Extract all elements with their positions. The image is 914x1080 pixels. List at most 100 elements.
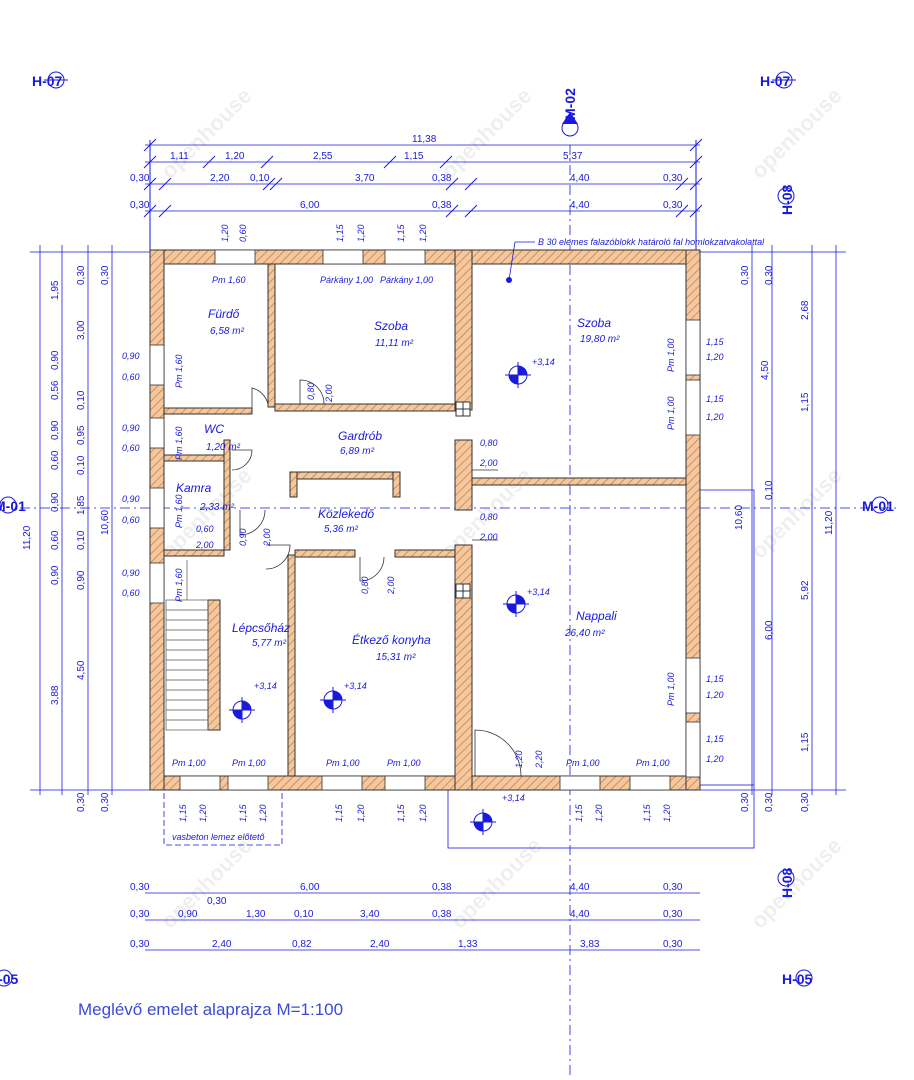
svg-text:5,77 m²: 5,77 m² bbox=[252, 638, 287, 649]
svg-text:Párkány 1,00: Párkány 1,00 bbox=[380, 275, 433, 285]
slab-note: vasbeton lemez előtető bbox=[172, 832, 266, 842]
svg-text:0,82: 0,82 bbox=[292, 939, 312, 950]
svg-text:0,60: 0,60 bbox=[50, 530, 61, 550]
svg-text:1,20: 1,20 bbox=[198, 804, 208, 822]
svg-text:26,40 m²: 26,40 m² bbox=[564, 628, 605, 639]
svg-text:0,30: 0,30 bbox=[764, 265, 775, 285]
svg-text:11,11 m²: 11,11 m² bbox=[375, 338, 414, 349]
svg-text:1,15: 1,15 bbox=[574, 803, 584, 822]
marker-m02: M-02 bbox=[561, 88, 579, 137]
svg-text:6,00: 6,00 bbox=[764, 620, 775, 640]
svg-text:10,60: 10,60 bbox=[100, 510, 111, 535]
svg-text:0,30: 0,30 bbox=[130, 909, 150, 920]
section-markers: H-07 H-07 M-02 H-08 M-01 M-01 H-08 bbox=[0, 71, 894, 987]
opening-dims: 1,20 0,60 1,15 1,20 1,15 1,20 0,90 0,60 … bbox=[122, 223, 725, 822]
svg-text:0,90: 0,90 bbox=[76, 570, 87, 590]
svg-text:0,30: 0,30 bbox=[663, 882, 683, 893]
svg-text:3,70: 3,70 bbox=[355, 173, 375, 184]
svg-text:Pm 1,00: Pm 1,00 bbox=[172, 758, 206, 768]
svg-text:11,20: 11,20 bbox=[22, 525, 33, 550]
svg-text:1,20 m²: 1,20 m² bbox=[206, 442, 241, 453]
marker-h05-right: H-05 bbox=[782, 969, 813, 987]
svg-text:M-01: M-01 bbox=[0, 498, 26, 514]
svg-text:11,38: 11,38 bbox=[412, 134, 437, 145]
level-markers: +3,14 +3,14 +3,14 +3,14 bbox=[229, 357, 555, 835]
svg-text:+3,14: +3,14 bbox=[532, 357, 555, 367]
svg-text:0,38: 0,38 bbox=[432, 909, 452, 920]
svg-text:0,38: 0,38 bbox=[432, 882, 452, 893]
svg-text:1,20: 1,20 bbox=[418, 224, 428, 242]
svg-text:1,20: 1,20 bbox=[662, 804, 672, 822]
svg-text:H-08: H-08 bbox=[779, 184, 795, 215]
svg-text:0,38: 0,38 bbox=[432, 200, 452, 211]
svg-text:1,15: 1,15 bbox=[706, 337, 725, 347]
svg-text:0,90: 0,90 bbox=[50, 492, 61, 512]
svg-text:M-01: M-01 bbox=[862, 498, 894, 514]
svg-text:0,80: 0,80 bbox=[306, 382, 316, 400]
right-dimensions: 11,20 10,60 2,68 4,50 1,15 5,92 1,15 0,3… bbox=[700, 245, 846, 812]
svg-text:0,90: 0,90 bbox=[50, 420, 61, 440]
svg-text:0,30: 0,30 bbox=[130, 939, 150, 950]
svg-text:2,00: 2,00 bbox=[262, 528, 272, 547]
svg-text:H-05: H-05 bbox=[782, 971, 813, 987]
svg-text:3,88: 3,88 bbox=[50, 685, 61, 705]
marker-h07-right: H-07 bbox=[760, 71, 796, 89]
svg-text:0,30: 0,30 bbox=[800, 792, 811, 812]
svg-text:1,20: 1,20 bbox=[594, 804, 604, 822]
svg-text:0,30: 0,30 bbox=[130, 882, 150, 893]
svg-text:0,60: 0,60 bbox=[50, 450, 61, 470]
svg-text:0,60: 0,60 bbox=[122, 588, 140, 598]
svg-text:0,30: 0,30 bbox=[130, 173, 150, 184]
svg-text:+3,14: +3,14 bbox=[254, 681, 277, 691]
svg-text:2,00: 2,00 bbox=[386, 576, 396, 595]
svg-text:Szoba: Szoba bbox=[374, 319, 408, 333]
svg-text:Pm 1,00: Pm 1,00 bbox=[566, 758, 600, 768]
svg-text:Pm 1,00: Pm 1,00 bbox=[666, 396, 676, 430]
svg-text:Párkány 1,00: Párkány 1,00 bbox=[320, 275, 373, 285]
svg-text:0,30: 0,30 bbox=[207, 896, 227, 907]
svg-text:1,15: 1,15 bbox=[800, 392, 811, 412]
svg-text:1,15: 1,15 bbox=[800, 732, 811, 752]
svg-text:M-02: M-02 bbox=[562, 88, 578, 120]
svg-text:openhouse: openhouse bbox=[746, 83, 847, 184]
svg-text:+3,14: +3,14 bbox=[527, 587, 550, 597]
svg-text:1,15: 1,15 bbox=[706, 674, 725, 684]
svg-text:0,30: 0,30 bbox=[76, 792, 87, 812]
svg-text:1,20: 1,20 bbox=[706, 754, 724, 764]
svg-text:0,30: 0,30 bbox=[100, 265, 111, 285]
windows bbox=[149, 249, 701, 791]
svg-text:1,15: 1,15 bbox=[706, 734, 725, 744]
wall-note: B 30 elemes falazóblokk határoló fal hom… bbox=[506, 237, 765, 283]
svg-text:0,30: 0,30 bbox=[663, 939, 683, 950]
svg-text:2,68: 2,68 bbox=[800, 300, 811, 320]
svg-text:2,20: 2,20 bbox=[534, 750, 544, 769]
svg-text:0,60: 0,60 bbox=[122, 443, 140, 453]
top-dimensions: 11,38 1,11 1,20 2,55 1,15 5,37 0,30 2,20… bbox=[130, 134, 703, 250]
svg-text:6,89 m²: 6,89 m² bbox=[340, 446, 375, 457]
svg-text:0,90: 0,90 bbox=[178, 909, 198, 920]
svg-text:1,15: 1,15 bbox=[642, 803, 652, 822]
svg-text:4,50: 4,50 bbox=[76, 660, 87, 680]
svg-text:3,83: 3,83 bbox=[580, 939, 600, 950]
svg-text:Pm 1,00: Pm 1,00 bbox=[326, 758, 360, 768]
svg-text:2,40: 2,40 bbox=[370, 939, 390, 950]
drawing-caption: Meglévő emelet alaprajza M=1:100 bbox=[78, 1000, 344, 1019]
svg-text:5,37: 5,37 bbox=[563, 151, 583, 162]
svg-text:2,40: 2,40 bbox=[212, 939, 232, 950]
level-marker-lepcsohaz: +3,14 bbox=[229, 681, 277, 723]
svg-text:11,20: 11,20 bbox=[824, 510, 835, 535]
svg-text:Pm 1,60: Pm 1,60 bbox=[212, 275, 246, 285]
left-dimensions: 11,20 10,60 1,95 0,90 0,56 0,90 0,60 0,9… bbox=[22, 245, 150, 812]
svg-text:1,15: 1,15 bbox=[334, 803, 344, 822]
svg-text:4,40: 4,40 bbox=[570, 173, 590, 184]
svg-text:H-07: H-07 bbox=[760, 73, 791, 89]
marker-h05-left: H-05 bbox=[0, 969, 19, 987]
svg-text:openhouse: openhouse bbox=[436, 83, 537, 184]
svg-text:Kamra: Kamra bbox=[176, 481, 212, 495]
svg-text:2,55: 2,55 bbox=[313, 151, 333, 162]
svg-text:1,95: 1,95 bbox=[50, 280, 61, 300]
svg-text:Pm 1,60: Pm 1,60 bbox=[174, 568, 184, 602]
svg-text:5,36 m²: 5,36 m² bbox=[324, 524, 359, 535]
svg-text:Pm 1,00: Pm 1,00 bbox=[232, 758, 266, 768]
